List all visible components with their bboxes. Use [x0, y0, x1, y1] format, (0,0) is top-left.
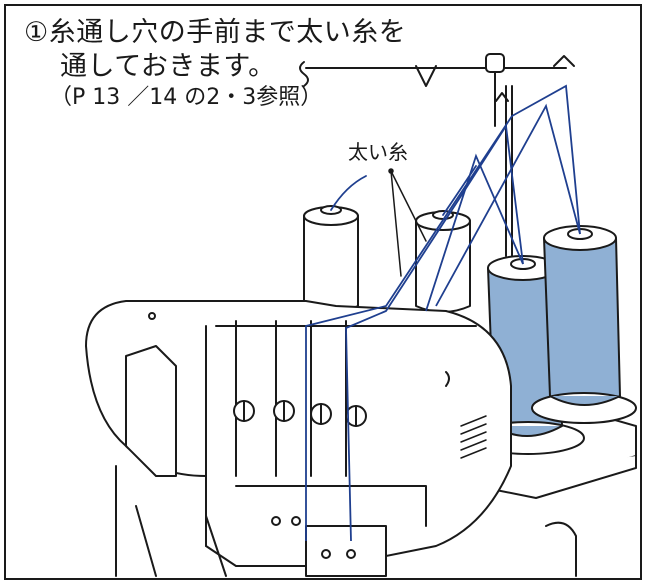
illustration-frame: ①糸通し穴の手前まで太い糸を 通しておきます。 （P 13 ／14 の2・3参照…: [4, 4, 642, 580]
blue-threads: [305, 84, 581, 542]
page-reference: （P 13 ／14 の2・3参照）: [50, 85, 323, 110]
instruction-caption: ①糸通し穴の手前まで太い糸を 通しておきます。 （P 13 ／14 の2・3参照…: [24, 16, 406, 112]
thick-thread-leaders: [388, 168, 427, 277]
blue-spool-right: [531, 225, 637, 424]
instruction-line-2: 通しておきます。: [60, 51, 276, 82]
instruction-line-1: ①糸通し穴の手前まで太い糸を: [24, 17, 407, 48]
thick-thread-paths: [330, 165, 477, 216]
serger-illustration: [85, 53, 637, 577]
serger-body: [85, 300, 577, 577]
thick-thread-spool-left: [303, 205, 359, 313]
thick-thread-label: 太い糸: [348, 140, 408, 164]
thick-thread-spool-right: [415, 210, 471, 313]
